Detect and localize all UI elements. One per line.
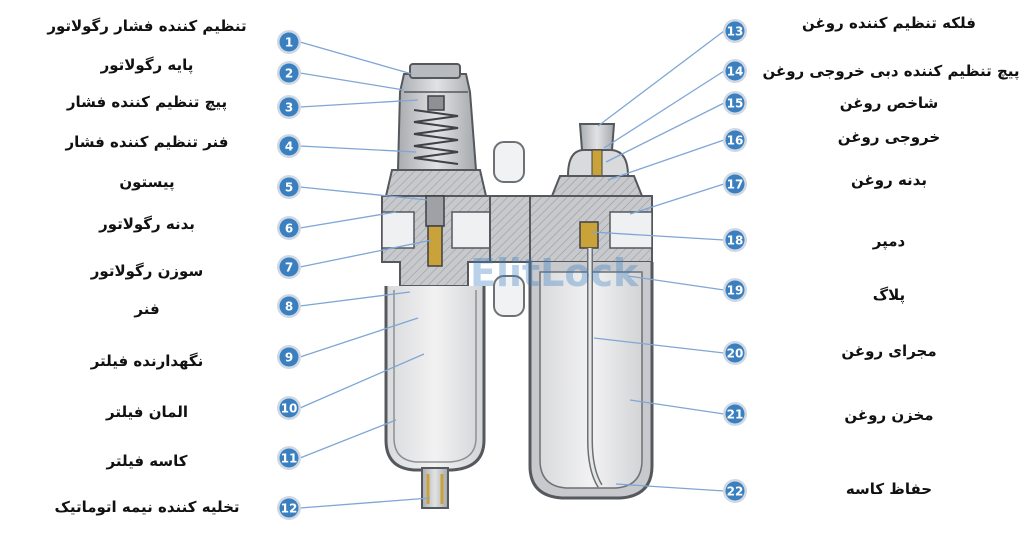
part-badge-6: 6 — [277, 216, 301, 240]
part-badge-17: 17 — [723, 172, 747, 196]
leader-line-14 — [603, 70, 725, 149]
part-badge-4: 4 — [277, 134, 301, 158]
part-label-17: بدنه روغن — [851, 171, 927, 189]
part-number-4: 4 — [285, 140, 293, 154]
part-badge-2: 2 — [277, 61, 301, 85]
part-number-12: 12 — [281, 502, 298, 516]
part-number-5: 5 — [285, 181, 293, 195]
part-label-10: المان فیلتر — [105, 403, 188, 421]
part-number-22: 22 — [727, 485, 744, 499]
part-label-14: پیچ تنظیم کننده دبی خروجی روغن — [762, 62, 1020, 80]
part-number-17: 17 — [727, 178, 744, 192]
leader-line-11 — [299, 419, 397, 459]
part-number-21: 21 — [727, 408, 744, 422]
part-badge-10: 10 — [277, 396, 301, 420]
leader-line-16 — [607, 139, 725, 181]
part-label-9: نگهدارنده فیلتر — [90, 352, 204, 370]
leader-line-18 — [591, 231, 725, 241]
part-label-1: تنظیم کننده فشار رگولاتور — [47, 17, 247, 35]
part-label-5: پیستون — [119, 173, 175, 191]
part-number-6: 6 — [285, 222, 293, 236]
watermark-logo: ElitLock — [470, 251, 639, 295]
part-badge-16: 16 — [723, 128, 747, 152]
part-badge-5: 5 — [277, 175, 301, 199]
filter-bowl — [384, 286, 486, 472]
part-badge-18: 18 — [723, 228, 747, 252]
part-badge-19: 19 — [723, 278, 747, 302]
part-badge-12: 12 — [277, 496, 301, 520]
part-label-21: مخزن روغن — [844, 406, 934, 424]
part-badge-8: 8 — [277, 294, 301, 318]
leader-line-19 — [627, 275, 725, 291]
part-label-8: فنر — [134, 300, 160, 318]
part-label-12: تخلیه کننده نیمه اتوماتیک — [54, 498, 240, 516]
part-number-10: 10 — [281, 402, 298, 416]
part-number-18: 18 — [727, 234, 744, 248]
part-badge-22: 22 — [723, 479, 747, 503]
leader-line-12 — [299, 497, 431, 509]
part-label-7: سوزن رگولاتور — [90, 262, 204, 280]
part-badge-14: 14 — [723, 59, 747, 83]
part-number-13: 13 — [727, 25, 744, 39]
part-number-16: 16 — [727, 134, 744, 148]
part-number-19: 19 — [727, 284, 744, 298]
connector-bracket — [489, 141, 531, 317]
leader-line-8 — [299, 291, 411, 307]
part-label-19: پلاگ — [872, 286, 906, 304]
leader-line-4 — [299, 145, 417, 153]
part-label-20: مجرای روغن — [841, 342, 937, 360]
leader-line-9 — [299, 317, 419, 358]
part-number-20: 20 — [727, 347, 744, 361]
part-label-11: کاسه فیلتر — [106, 452, 188, 470]
part-badge-3: 3 — [277, 95, 301, 119]
part-number-2: 2 — [285, 67, 293, 81]
part-number-7: 7 — [285, 261, 293, 275]
leader-line-3 — [299, 99, 419, 108]
part-label-15: شاخص روغن — [839, 94, 939, 112]
part-number-3: 3 — [285, 101, 293, 115]
part-label-2: پایه رگولاتور — [100, 56, 194, 74]
part-number-9: 9 — [285, 351, 293, 365]
leader-line-10 — [299, 353, 425, 409]
part-label-4: فنر تنظیم کننده فشار — [65, 133, 229, 151]
leader-line-5 — [299, 186, 429, 201]
leader-line-22 — [615, 483, 725, 492]
leader-line-13 — [597, 30, 725, 127]
leader-line-15 — [605, 102, 725, 163]
part-badge-1: 1 — [277, 30, 301, 54]
leader-line-17 — [629, 183, 725, 215]
part-label-16: خروجی روغن — [837, 128, 941, 146]
leader-line-6 — [299, 211, 397, 229]
part-number-15: 15 — [727, 97, 744, 111]
oil-adjust-knob — [578, 123, 616, 151]
regulator-filter-unit — [381, 63, 491, 509]
part-number-14: 14 — [727, 65, 744, 79]
part-badge-21: 21 — [723, 402, 747, 426]
part-badge-20: 20 — [723, 341, 747, 365]
leader-line-21 — [629, 399, 725, 415]
part-badge-9: 9 — [277, 345, 301, 369]
part-badge-15: 15 — [723, 91, 747, 115]
lubricator-unit — [528, 123, 654, 500]
leader-line-7 — [299, 239, 433, 268]
part-number-11: 11 — [281, 452, 298, 466]
pressure-spring — [413, 109, 459, 165]
part-badge-7: 7 — [277, 255, 301, 279]
leader-line-1 — [299, 41, 413, 75]
part-label-13: فلکه تنظیم کننده روغن — [802, 14, 976, 32]
part-badge-13: 13 — [723, 19, 747, 43]
part-badge-11: 11 — [277, 446, 301, 470]
leader-line-20 — [593, 337, 725, 354]
part-label-22: حفاظ کاسه — [845, 480, 933, 498]
part-number-1: 1 — [285, 36, 293, 50]
part-number-8: 8 — [285, 300, 293, 314]
part-label-18: دمپر — [872, 232, 906, 250]
leader-line-2 — [299, 72, 405, 91]
part-label-3: پیچ تنظیم کننده فشار — [66, 93, 228, 111]
part-label-6: بدنه رگولاتور — [99, 215, 195, 233]
